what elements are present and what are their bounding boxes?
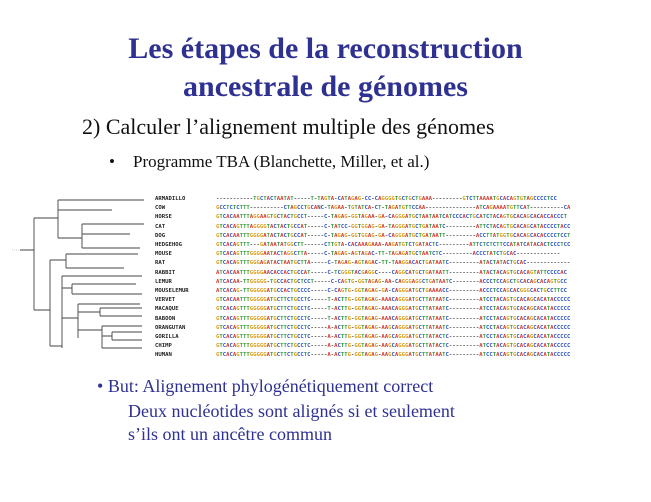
slide-title: Les étapes de la reconstruction ancestra… [0,30,651,106]
sequence-row: GTCACAGTTTGGGAGATACTAATGCTTA-----C-TAGAG… [216,260,571,267]
sequence-row: ATCACAG-TTGGGGGATGCCACTGCCCC-----C-CAGTG… [216,288,567,295]
sequence-row: GTCACAGTTTGGGGGATGCTTCTGCCTC-----A-ACTTG… [216,334,571,341]
bullet-tba-text: Programme TBA (Blanchette, Miller, et al… [133,152,430,171]
species-name: HORSE [155,214,172,221]
bullet-goal-dot: • [97,376,104,396]
title-line-1: Les étapes de la reconstruction [128,32,523,65]
phylogenetic-tree [12,199,144,349]
species-name: MACAQUE [155,306,179,313]
species-name: MOUSE [155,251,172,258]
species-name: RAT [155,260,166,267]
bullet-dot: • [109,152,115,171]
sequence-row: GTCACAGTTTGGGGAATACTAGGCTTA-----C-TAGAG-… [216,251,561,258]
species-names: ARMADILLO COW HORSE CAT DOG HEDGEHOG MOUSE RAT R… [155,195,213,361]
subtitle: 2) Calculer l’alignement multiple des gé… [82,114,495,139]
sequence-row: GTCACAGTTTGGGGGATGCTTCTGCCTC-----A-ACTTG… [216,324,571,331]
sequence-row: ATCACAATTTGGGGAACACCACTGCCAT-----C-TCGGG… [216,269,567,276]
species-name: DOG [155,232,166,239]
species-name: LEMUR [155,278,172,285]
bullet-tba: • Programme TBA (Blanchette, Miller, et a… [109,152,429,172]
title-line-2: ancestrale de génomes [183,70,468,103]
species-name: COW [155,205,166,212]
species-name: BABOON [155,315,176,322]
sequence-row: GTCACAATTTGGGGGATGCTTCTGCCTC-----T-ACTTG… [216,297,571,304]
sequence-row: GTCACAGTTTGGGGGATGCTTCTGCCTC-----T-ACTTG… [216,315,571,322]
bullet-goal: • But: Alignement phylogénétiquement cor… [97,376,433,397]
species-name: HEDGEHOG [155,242,182,249]
sequence-row: GCCTCTCTTT----------CTAGCCTGCANC-TAGAA-T… [216,205,571,212]
species-name: CAT [155,223,166,230]
sequence-row: GTCACAGTTT---GATAATATGGCTT------CTTGTA-C… [216,242,571,249]
goal-detail-line-2: s’ils ont un ancêtre commun [128,424,332,444]
species-name: RABBIT [155,269,176,276]
sequence-row: GTCACAATTTGGGGATACTACTGCCAT-----C-TAGAG-… [216,232,571,239]
species-name: VERVET [155,297,176,304]
sequence-row: GTCACAGTTTGGGGGATGCTTCTGCCTC-----T-ACTTG… [216,306,571,313]
sequence-row: -----------TGCTACTAATAT-----T-TAGTA-CATA… [216,196,557,202]
alignment-figure: ARMADILLO COW HORSE CAT DOG HEDGEHOG MOUSE RAT R… [12,188,640,358]
species-name: CHIMP [155,343,172,350]
sequence-row: GTCACAGTTTGGGGGATGCTTCTGCCTC-----A-ACTTG… [216,352,571,359]
species-name: GORILLA [155,334,179,341]
sequence-row: GTCACAGTTTGGGGGATGCTTCTGCCTC-----A-ACTTG… [216,343,571,350]
species-name: ARMADILLO [155,196,186,202]
sequence-block: -----------TGCTACTAATAT-----T-TAGTA-CATA… [216,195,644,361]
goal-detail-line-1: Deux nucléotides sont alignés si et seul… [128,401,455,421]
species-name: HUMAN [155,352,172,359]
sequence-row: ATCACAA-TTGGGGG-TGCCACTGCTCCT-----C-CAGT… [216,278,567,285]
sequence-row: GTCACAGTTTAGGGGTACTACTGCCAT-----C-TATCC-… [216,223,571,230]
sequence-row: GTCACAATTTAGGAAGTGCTACTGCCT-----C-TAGAG-… [216,214,567,221]
species-name: ORANGUTAN [155,324,186,331]
bullet-goal-text: But: Alignement phylogénétiquement corre… [107,376,434,396]
species-name: MOUSELEMUR [155,288,189,295]
